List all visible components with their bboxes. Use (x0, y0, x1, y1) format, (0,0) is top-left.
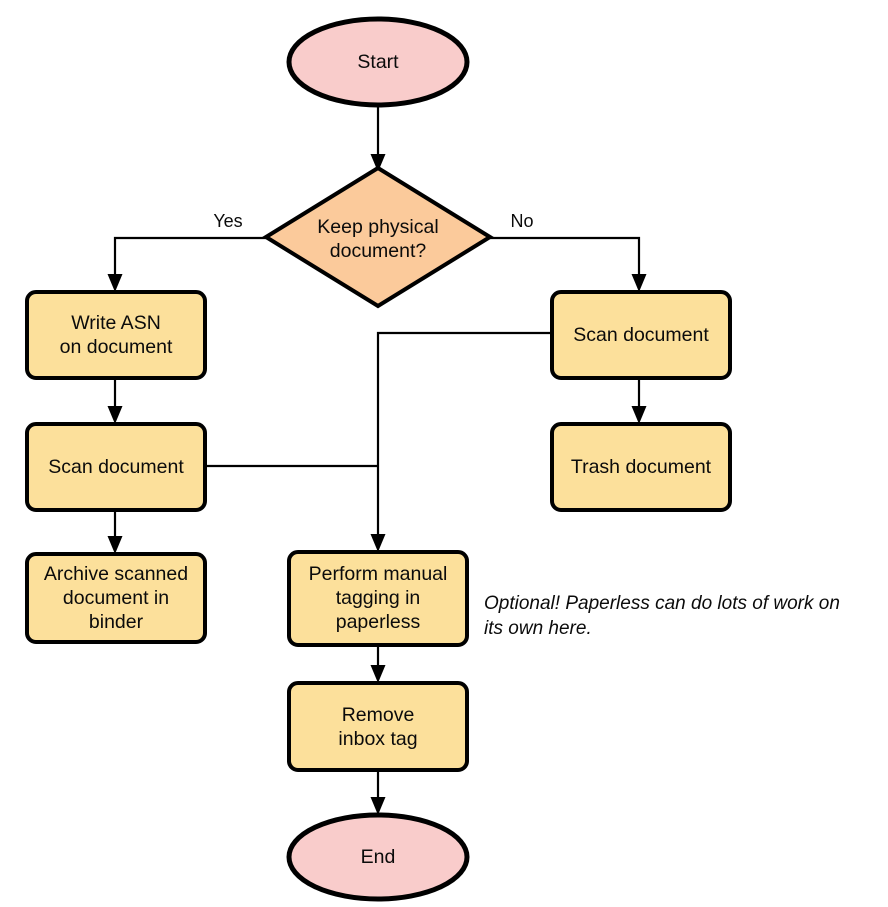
node-remove-inbox-tag-label-line2: inbox tag (338, 728, 417, 750)
node-archive-binder[interactable]: Archive scanned document in binder (25, 552, 207, 644)
node-write-asn-label-line1: Write ASN (71, 312, 161, 334)
arrow-head-icon (370, 665, 386, 683)
manual-tagging-box-shape (287, 550, 469, 647)
start-ellipse-shape (286, 16, 470, 108)
node-scan-document-left[interactable]: Scan document (25, 422, 207, 512)
edge-scan-right-to-tagging (370, 331, 552, 552)
node-manual-tagging-label-line3: paperless (336, 611, 421, 633)
node-write-asn-label-line2: on document (60, 336, 173, 358)
node-archive-binder-label-line2: document in (63, 587, 169, 609)
node-keep-physical-label-line1: Keep physical (317, 216, 438, 238)
node-remove-inbox-tag[interactable]: Remove inbox tag (287, 681, 469, 772)
scan-left-box-shape (25, 422, 207, 512)
node-end[interactable]: End (286, 812, 470, 902)
edge-scan-right-to-trash (631, 378, 647, 424)
decision-diamond-shape (262, 165, 494, 309)
optional-note-line2: its own here. (484, 618, 592, 639)
edge-write-asn-to-scan-left (107, 378, 123, 424)
node-manual-tagging[interactable]: Perform manual tagging in paperless (287, 550, 469, 647)
scan-right-box-shape (550, 290, 732, 380)
edge-scan-left-to-archive (107, 510, 123, 554)
end-ellipse-shape (286, 812, 470, 902)
optional-note-line1: Optional! Paperless can do lots of work … (484, 593, 840, 614)
node-archive-binder-label-line1: Archive scanned (44, 563, 188, 585)
node-manual-tagging-label-line1: Perform manual (309, 563, 448, 585)
arrow-head-icon (370, 534, 386, 552)
node-keep-physical-label-line2: document? (330, 240, 427, 262)
arrow-head-icon (107, 536, 123, 554)
trash-document-box-shape (550, 422, 732, 512)
edge-start-to-decision (370, 105, 386, 172)
node-keep-physical-document[interactable]: Keep physical document? (262, 165, 494, 309)
edge-tagging-to-remove-tag (370, 645, 386, 683)
arrow-head-icon (370, 797, 386, 815)
node-trash-document[interactable]: Trash document (550, 422, 732, 512)
node-manual-tagging-label-line2: tagging in (336, 587, 421, 609)
node-start-label: Start (357, 51, 399, 73)
edge-remove-tag-to-end (370, 770, 386, 815)
edge-decision-yes (107, 236, 266, 292)
annotation-optional-note: Optional! Paperless can do lots of work … (484, 593, 840, 639)
arrow-head-icon (631, 406, 647, 424)
remove-inbox-tag-box-shape (287, 681, 469, 772)
node-scan-document-right[interactable]: Scan document (550, 290, 732, 380)
node-start[interactable]: Start (286, 16, 470, 108)
arrow-head-icon (107, 406, 123, 424)
connector-layer (107, 105, 647, 815)
node-scan-right-label: Scan document (573, 324, 709, 346)
edge-decision-no (490, 236, 647, 292)
node-remove-inbox-tag-label-line1: Remove (342, 704, 415, 726)
write-asn-box-shape (25, 290, 207, 380)
node-write-asn[interactable]: Write ASN on document (25, 290, 207, 380)
edge-label-no: No (510, 211, 533, 231)
arrow-head-icon (631, 274, 647, 292)
node-trash-document-label: Trash document (571, 456, 712, 478)
arrow-head-icon (370, 154, 386, 172)
edge-label-yes: Yes (213, 211, 242, 231)
arrow-head-icon (107, 274, 123, 292)
node-end-label: End (361, 846, 396, 868)
node-archive-binder-label-line3: binder (89, 611, 144, 633)
node-scan-left-label: Scan document (48, 456, 184, 478)
archive-binder-box-shape (25, 552, 207, 644)
